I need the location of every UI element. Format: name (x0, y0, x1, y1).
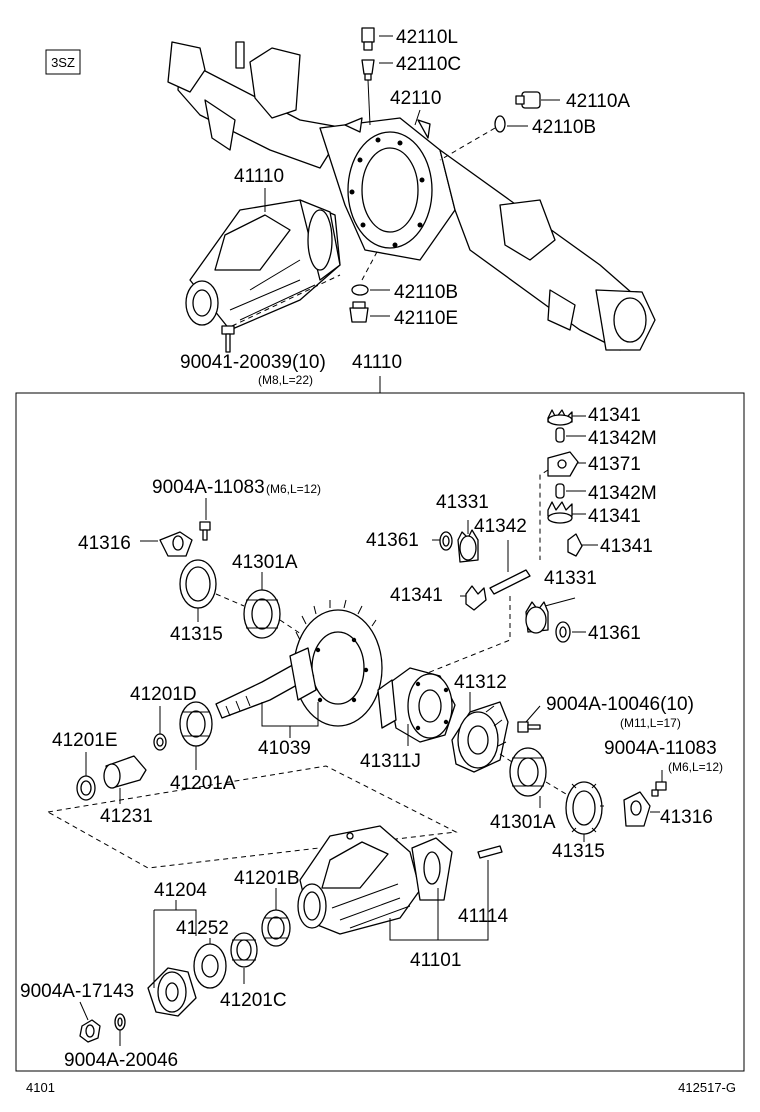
bearing-lock-41316-right (623, 781, 667, 827)
breather-plug-42110L (361, 27, 375, 51)
bolt-90041 (221, 325, 235, 353)
label-42110: 42110 (390, 88, 441, 109)
washer-41361-a (439, 531, 453, 551)
drive-pinion-41039 (215, 647, 317, 719)
diff-case-41312 (451, 701, 509, 773)
bolt-9004A-10046 (517, 721, 541, 733)
label-41201D: 41201D (130, 684, 197, 705)
footer-left: 4101 (26, 1080, 55, 1095)
label-90041-20039: 90041-20039(10) (180, 352, 326, 373)
axle-housing (167, 41, 656, 351)
label-41341-b: 41341 (588, 506, 641, 527)
engine-tag-text: 3SZ (51, 55, 75, 70)
label-42110A: 42110A (566, 91, 630, 112)
label-41316-right: 41316 (660, 807, 713, 828)
spacer-41231 (103, 755, 147, 789)
label-41114: 41114 (458, 906, 508, 927)
label-41341-c: 41341 (600, 536, 653, 557)
label-9004A-11083-right: 9004A-11083 (604, 738, 717, 759)
bearing-41315-left (179, 559, 217, 609)
label-9004A-11083-right-spec: (M6,L=12) (668, 760, 723, 774)
stud-41114 (477, 845, 503, 859)
label-41371: 41371 (588, 454, 641, 475)
label-42110B-bottom: 42110B (394, 282, 458, 303)
label-41110-box: 41110 (352, 352, 402, 373)
bearing-41315-right (565, 781, 604, 835)
label-9004A-17143: 9004A-17143 (20, 981, 134, 1002)
label-41101: 41101 (410, 950, 461, 971)
label-41201E: 41201E (52, 730, 118, 751)
bearing-41201C (230, 932, 258, 968)
breather-42110C (361, 59, 375, 81)
carrier-assy-top (185, 199, 341, 331)
label-41204: 41204 (154, 880, 207, 901)
footer-right: 412517-G (678, 1080, 736, 1095)
bearing-41301A-left (243, 589, 281, 639)
label-90041-spec: (M8,L=22) (258, 373, 313, 387)
ring-gear-41039 (293, 599, 383, 727)
label-41361-b: 41361 (588, 623, 641, 644)
side-gear-41331-a (457, 529, 479, 563)
washer-9004A-20046 (114, 1013, 126, 1031)
label-41315-b: 41315 (552, 841, 605, 862)
label-9004A-11083-left-spec: (M6,L=12) (266, 482, 321, 496)
washer-41361-b (555, 621, 571, 643)
gasket-42110B-bottom (351, 284, 369, 296)
bearing-41201A (179, 701, 213, 747)
nut-9004A-17143 (79, 1019, 101, 1043)
label-41301A-b: 41301A (490, 812, 556, 833)
label-42110E: 42110E (394, 308, 458, 329)
label-42110L: 42110L (396, 27, 458, 48)
bearing-lock-41316-left (159, 521, 211, 557)
plug-42110E (349, 301, 369, 323)
label-41331-a: 41331 (436, 492, 489, 513)
label-41110-top: 41110 (234, 166, 284, 187)
label-41315-a: 41315 (170, 624, 223, 645)
carrier-housing-41101 (297, 825, 453, 935)
label-41341-d: 41341 (390, 585, 443, 606)
label-41342M-a: 41342M (588, 428, 657, 449)
label-41341-a: 41341 (588, 405, 641, 426)
label-41342M-b: 41342M (588, 483, 657, 504)
label-9004A-10046-spec: (M11,L=17) (620, 716, 681, 730)
spider-gears-column (547, 409, 583, 557)
pinion-gear-41341-d (465, 585, 487, 611)
label-41331-b: 41331 (544, 568, 597, 589)
label-41316-left: 41316 (78, 533, 131, 554)
pinion-shaft-41342 (489, 569, 531, 595)
label-41312: 41312 (454, 672, 507, 693)
label-41201B: 41201B (234, 868, 300, 889)
label-41201A: 41201A (170, 773, 236, 794)
flange-41204 (147, 967, 197, 1017)
label-41201C: 41201C (220, 990, 287, 1011)
bearing-41201B (261, 909, 291, 947)
label-41311J: 41311J (360, 751, 421, 772)
washer-41201D (153, 733, 167, 751)
oil-seal-41201E (76, 775, 96, 801)
bearing-41301A-right (509, 747, 547, 797)
label-9004A-10046: 9004A-10046(10) (546, 694, 694, 715)
engine-tag: 3SZ (45, 49, 81, 75)
label-41342: 41342 (474, 516, 527, 537)
oil-seal-41252 (193, 943, 227, 989)
label-41301A-a: 41301A (232, 552, 298, 573)
label-42110C: 42110C (396, 54, 461, 75)
label-42110B-top: 42110B (532, 117, 596, 138)
label-41252: 41252 (176, 918, 229, 939)
label-41039: 41039 (258, 738, 311, 759)
label-9004A-20046: 9004A-20046 (64, 1050, 178, 1071)
label-9004A-11083-left: 9004A-11083 (152, 477, 265, 498)
side-gear-41331-b (525, 601, 549, 634)
label-41361-a: 41361 (366, 530, 419, 551)
gasket-42110B-top (494, 115, 506, 133)
diff-case-41311J (377, 667, 456, 743)
drain-plug-42110A (515, 91, 541, 109)
label-41231: 41231 (100, 806, 153, 827)
